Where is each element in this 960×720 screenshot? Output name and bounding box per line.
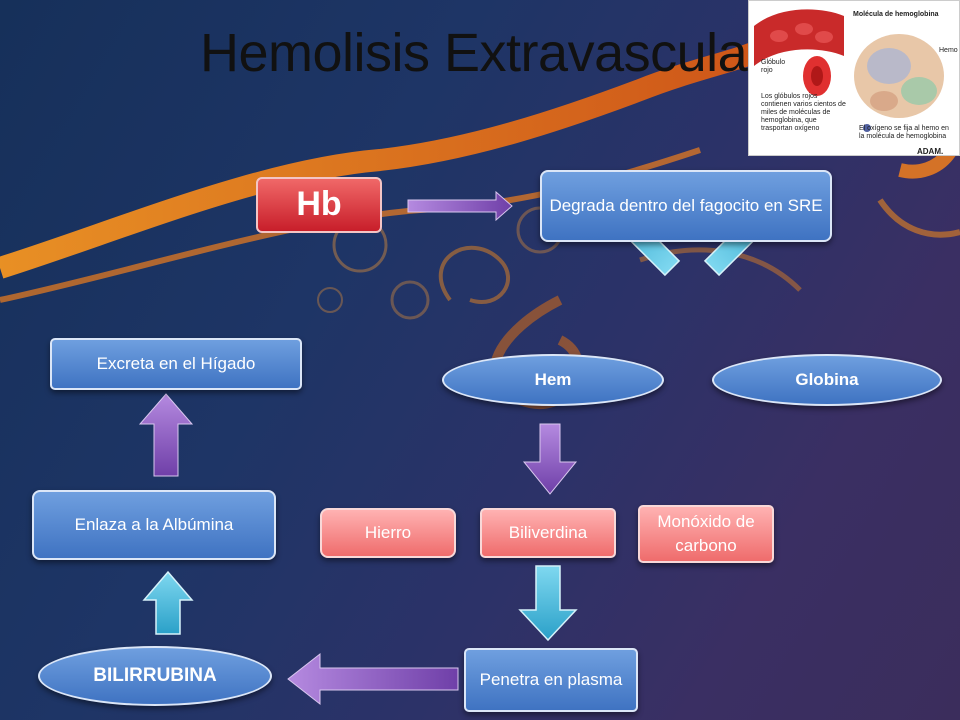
node-hierro: Hierro xyxy=(320,508,456,558)
node-hem: Hem xyxy=(442,354,664,406)
inset-caption-text2: El oxígeno se fija al hemo en la molécul… xyxy=(859,125,949,141)
inset-brand: ADAM. xyxy=(917,147,944,156)
node-globina: Globina xyxy=(712,354,942,406)
node-excreta: Excreta en el Hígado xyxy=(50,338,302,390)
arrow-bilirrubina-to-enlaza xyxy=(142,570,194,635)
inset-caption-red-cell: Glóbulo rojo xyxy=(761,59,786,75)
node-monoxido: Monóxido de carbono xyxy=(638,505,774,563)
node-degrada: Degrada dentro del fagocito en SRE xyxy=(540,170,832,242)
node-penetra: Penetra en plasma xyxy=(464,648,638,712)
arrow-biliverdina-to-penetra xyxy=(518,565,578,642)
node-enlaza: Enlaza a la Albúmina xyxy=(32,490,276,560)
illustration-graphic xyxy=(754,9,944,132)
inset-caption-text1: Los glóbulos rojos contienen varios cien… xyxy=(761,93,846,133)
hemoglobin-illustration: Molécula de hemoglobina Glóbulo rojo Hem… xyxy=(748,0,960,156)
node-bilirrubina: BILIRRUBINA xyxy=(38,646,272,706)
inset-caption-heme: Hemo xyxy=(939,47,958,54)
arrow-enlaza-to-excreta xyxy=(138,393,194,477)
page-title: Hemolisis Extravascular xyxy=(200,23,765,83)
node-hb: Hb xyxy=(256,177,382,233)
inset-caption-molecule: Molécula de hemoglobina xyxy=(853,11,939,18)
node-biliverdina: Biliverdina xyxy=(480,508,616,558)
arrow-penetra-to-bilirrubina xyxy=(287,652,459,706)
arrow-hem-to-biliverdina xyxy=(522,423,578,495)
arrow-hb-to-degrada xyxy=(407,190,513,222)
